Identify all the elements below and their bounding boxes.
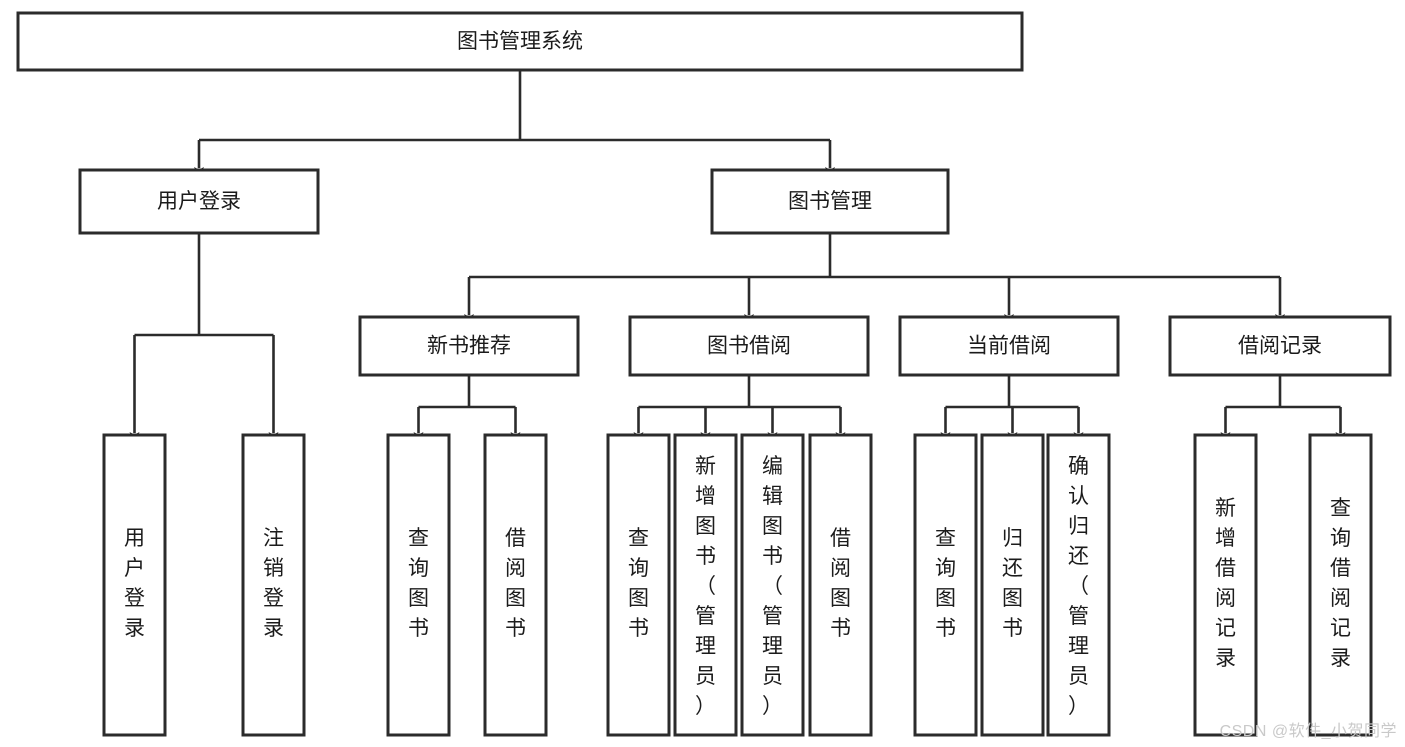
leaf-node[interactable]: 新增图书（管理员） — [673, 433, 738, 737]
node-label: 图书借阅 — [707, 335, 791, 358]
node-box — [740, 433, 805, 737]
level2-node-2[interactable]: 图书管理 — [710, 168, 950, 235]
node-box — [710, 168, 950, 235]
node-box — [913, 433, 978, 737]
node-layer: 图书管理系统用户登录图书管理新书推荐图书借阅当前借阅借阅记录用户登录注销登录查询… — [16, 11, 1392, 737]
level3-node-3[interactable]: 当前借阅 — [898, 315, 1120, 377]
node-box — [386, 433, 451, 737]
node-box — [898, 315, 1120, 377]
leaf-label: 注销登录 — [263, 527, 284, 640]
leaf-node[interactable]: 确认归还（管理员） — [1046, 433, 1111, 737]
leaf-label: 借阅图书 — [830, 527, 851, 640]
leaf-label: 归还图书 — [1002, 527, 1023, 640]
level3-node-1[interactable]: 新书推荐 — [358, 315, 580, 377]
leaf-node[interactable]: 查询图书 — [386, 433, 451, 737]
node-box — [1046, 433, 1111, 737]
level3-node-4[interactable]: 借阅记录 — [1168, 315, 1392, 377]
node-box — [1168, 315, 1392, 377]
level3-node-2[interactable]: 图书借阅 — [628, 315, 870, 377]
leaf-node[interactable]: 编辑图书（管理员） — [740, 433, 805, 737]
root-node[interactable]: 图书管理系统 — [16, 11, 1024, 72]
node-box — [102, 433, 167, 737]
connector-layer — [129, 70, 1346, 443]
level2-node-1[interactable]: 用户登录 — [78, 168, 320, 235]
leaf-node[interactable]: 查询图书 — [913, 433, 978, 737]
leaf-label: 用户登录 — [124, 527, 145, 640]
node-label: 图书管理系统 — [457, 30, 583, 53]
leaf-node[interactable]: 注销登录 — [241, 433, 306, 737]
leaf-label: 查询图书 — [935, 527, 956, 640]
leaf-label: 确认归还（管理员） — [1068, 455, 1089, 718]
leaf-label: 借阅图书 — [505, 527, 526, 640]
leaf-node[interactable]: 新增借阅记录 — [1193, 433, 1258, 737]
node-label: 用户登录 — [157, 190, 241, 213]
leaf-label: 编辑图书（管理员） — [762, 455, 783, 718]
node-label: 新书推荐 — [427, 335, 511, 358]
node-box — [673, 433, 738, 737]
node-box — [606, 433, 671, 737]
node-box — [358, 315, 580, 377]
node-box — [78, 168, 320, 235]
node-box — [483, 433, 548, 737]
leaf-node[interactable]: 借阅图书 — [483, 433, 548, 737]
watermark-label: CSDN @软件_小贺同学 — [1219, 723, 1397, 740]
node-label: 图书管理 — [788, 190, 872, 213]
leaf-label: 查询借阅记录 — [1330, 497, 1351, 670]
leaf-node[interactable]: 查询图书 — [606, 433, 671, 737]
node-box — [628, 315, 870, 377]
leaf-node[interactable]: 借阅图书 — [808, 433, 873, 737]
node-box — [980, 433, 1045, 737]
leaf-label: 查询图书 — [408, 527, 429, 640]
leaf-label: 查询图书 — [628, 527, 649, 640]
node-box — [16, 11, 1024, 72]
leaf-node[interactable]: 用户登录 — [102, 433, 167, 737]
node-box — [1308, 433, 1373, 737]
node-box — [241, 433, 306, 737]
leaf-label: 新增借阅记录 — [1215, 497, 1236, 670]
node-box — [808, 433, 873, 737]
node-box — [1193, 433, 1258, 737]
leaf-label: 新增图书（管理员） — [695, 455, 716, 718]
leaf-node[interactable]: 查询借阅记录 — [1308, 433, 1373, 737]
node-label: 当前借阅 — [967, 335, 1051, 358]
node-label: 借阅记录 — [1238, 335, 1322, 358]
leaf-node[interactable]: 归还图书 — [980, 433, 1045, 737]
